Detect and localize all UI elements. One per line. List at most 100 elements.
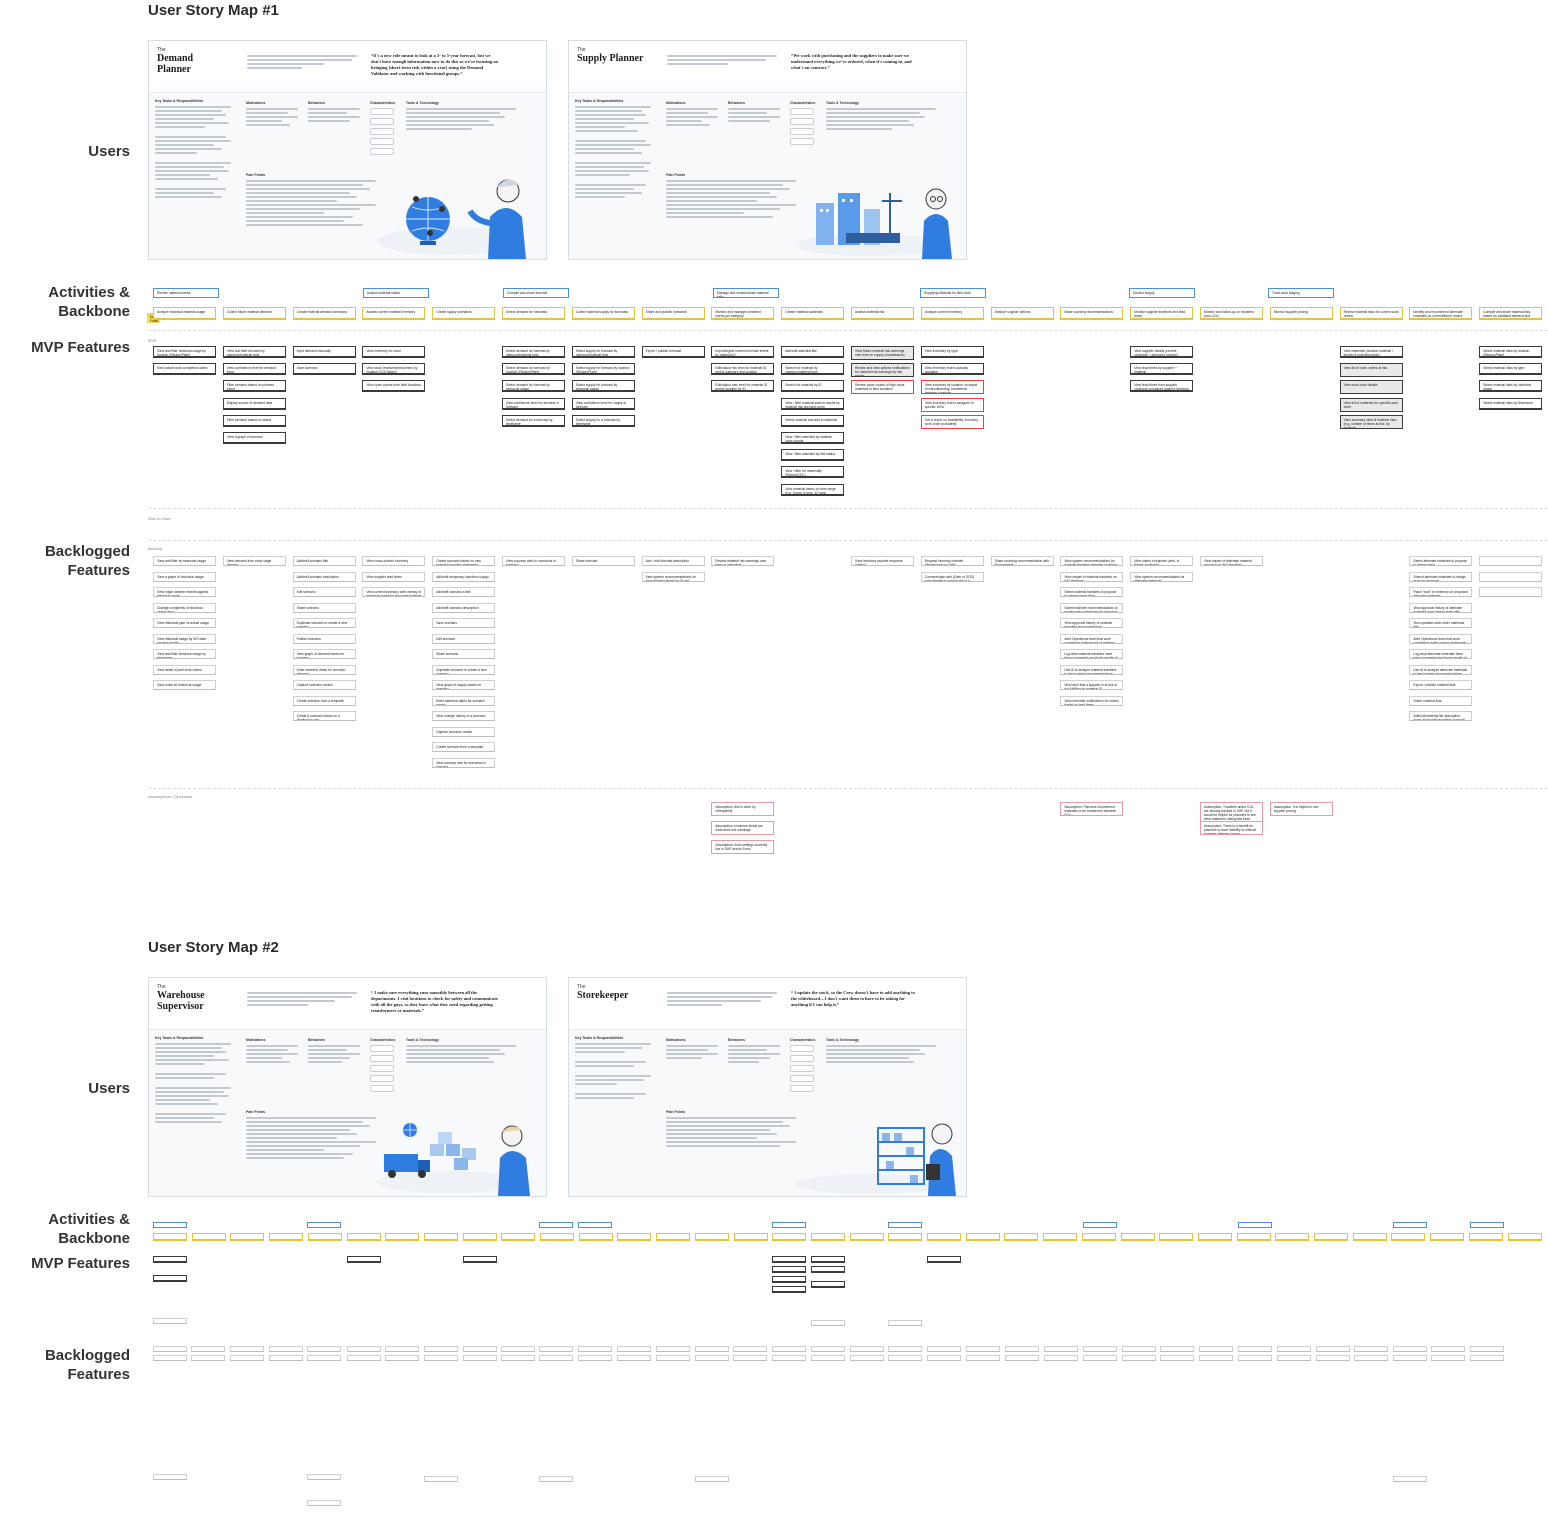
backlog-feature-card[interactable] — [772, 1346, 806, 1352]
mvp-feature-card[interactable]: View work order details — [1339, 380, 1403, 395]
backlog-feature-card[interactable]: Add/edit temporary/ sandbox supply — [432, 571, 496, 582]
step-card[interactable] — [1081, 1233, 1116, 1241]
backlog-feature-card[interactable]: Add / edit forecast description — [641, 556, 705, 566]
backlog-feature-card[interactable] — [153, 1346, 187, 1352]
step-card[interactable] — [1430, 1233, 1465, 1241]
backlog-feature-card[interactable]: Save scenario — [432, 618, 496, 628]
assumption-card[interactable]: Assumption: minimum levels are what driv… — [711, 821, 775, 835]
mvp-feature-card[interactable] — [927, 1256, 961, 1263]
backlog-feature-card[interactable] — [307, 1474, 341, 1480]
backlog-feature-card[interactable]: Add/edit scenario a title — [432, 587, 496, 597]
step-card[interactable] — [191, 1233, 226, 1241]
step-card[interactable] — [1275, 1233, 1310, 1241]
backlog-feature-card[interactable]: Add/edit scenario description — [292, 571, 356, 582]
mvp-feature-card[interactable]: Review and view options notifications fo… — [851, 363, 914, 378]
step-card[interactable] — [423, 1233, 458, 1241]
backlog-feature-card[interactable] — [617, 1355, 651, 1361]
step-card[interactable] — [1314, 1233, 1348, 1241]
mvp-feature-card[interactable]: Select supply for forecast by location (… — [571, 363, 635, 376]
mvp-feature-card[interactable]: Select demand for forecast by seasonal u… — [502, 380, 565, 393]
backlog-feature-card[interactable] — [1470, 1346, 1504, 1352]
backlog-feature-card[interactable] — [1316, 1346, 1350, 1352]
step-card[interactable] — [1352, 1233, 1387, 1241]
step-card[interactable] — [1120, 1233, 1155, 1241]
mvp-feature-card[interactable]: View confidence level for demand in fore… — [502, 397, 565, 410]
mvp-feature-card[interactable]: Select material risks by timeframe — [1479, 397, 1543, 410]
backlog-feature-card[interactable] — [153, 1474, 187, 1480]
backlog-feature-card[interactable] — [1277, 1346, 1311, 1352]
backlog-feature-card[interactable] — [695, 1346, 729, 1352]
mvp-feature-card[interactable]: View future material risk warnings over … — [851, 346, 914, 360]
step-card[interactable] — [346, 1233, 381, 1241]
backlog-feature-card[interactable] — [927, 1355, 961, 1361]
backlog-feature-card[interactable]: Request inventory transfer (Warehouse or… — [920, 556, 984, 566]
mvp-feature-card[interactable]: View / filter watchlist by risk status — [781, 449, 845, 462]
backlog-feature-card[interactable]: Create scenario based on new potential s… — [432, 556, 496, 566]
step-card[interactable] — [810, 1233, 845, 1241]
backlog-feature-card[interactable]: Edit scenario — [432, 633, 496, 644]
backlog-feature-card[interactable] — [153, 1318, 187, 1324]
step-card[interactable]: Monitor and follow-up on transfers (non-… — [1200, 307, 1263, 320]
backlog-feature-card[interactable] — [269, 1355, 303, 1361]
backlog-feature-card[interactable]: Duplicate scenario to create a new scena… — [432, 664, 496, 675]
step-card[interactable]: Create supply scenarios — [432, 307, 496, 320]
activity-card[interactable] — [1238, 1222, 1272, 1228]
activity-card[interactable]: Supplying Material for field work — [920, 288, 986, 298]
mvp-feature-card[interactable] — [811, 1266, 845, 1273]
backlog-feature-card[interactable]: View supplier lead times — [362, 571, 426, 582]
mvp-feature-card[interactable]: View confidence level for supply in fore… — [571, 397, 635, 410]
backlog-feature-card[interactable]: View impact of material transfers on WO … — [1060, 571, 1124, 582]
mvp-feature-card[interactable] — [463, 1256, 497, 1263]
step-card[interactable] — [540, 1233, 574, 1241]
backlog-feature-card[interactable] — [539, 1476, 573, 1482]
backlog-feature-card[interactable]: View updated work order materials lists — [1409, 618, 1473, 628]
backlog-feature-card[interactable] — [269, 1346, 303, 1352]
backlog-feature-card[interactable] — [1393, 1346, 1427, 1352]
mvp-feature-card[interactable]: Filter demand based on status — [222, 414, 286, 427]
persona-card-storekeeper[interactable]: The Storekeeper “ I update the stock, so… — [568, 977, 967, 1197]
backlog-feature-card[interactable]: Create a scenario based on a distributio… — [292, 711, 356, 721]
backlog-feature-card[interactable]: View cross-docked inventory — [362, 556, 426, 566]
mvp-feature-card[interactable] — [153, 1275, 187, 1282]
backlog-feature-card[interactable] — [578, 1346, 612, 1352]
activity-card[interactable] — [307, 1222, 341, 1228]
backlog-feature-card[interactable]: View approval history of alternate mater… — [1409, 602, 1473, 613]
backlog-feature-card[interactable] — [230, 1346, 264, 1352]
backlog-feature-card[interactable]: View approval history of material transf… — [1060, 618, 1124, 628]
backlog-feature-card[interactable] — [385, 1355, 419, 1361]
persona-card-demand-planner[interactable]: The Demand Planner “It's a new role mean… — [148, 40, 547, 260]
step-card[interactable] — [1043, 1233, 1078, 1241]
backlog-feature-card[interactable] — [1083, 1355, 1117, 1361]
step-card[interactable] — [269, 1233, 304, 1241]
activity-card[interactable] — [888, 1222, 922, 1228]
backlog-feature-card[interactable] — [695, 1355, 729, 1361]
mvp-feature-card[interactable]: Save scenario — [292, 363, 356, 376]
backlog-feature-card[interactable] — [888, 1320, 922, 1326]
mvp-feature-card[interactable] — [772, 1286, 806, 1293]
backlog-feature-card[interactable] — [1122, 1355, 1156, 1361]
assumption-card[interactable]: Assumption: There is a benefit for plann… — [1200, 821, 1263, 835]
mvp-feature-card[interactable] — [811, 1256, 845, 1263]
step-card[interactable] — [1391, 1233, 1426, 1241]
backlog-feature-card[interactable]: Edit scenario — [292, 587, 356, 597]
backlog-feature-card[interactable]: Use AI to analyze alternate materials to… — [1409, 664, 1473, 675]
backlog-feature-card[interactable] — [966, 1355, 1000, 1361]
mvp-feature-card[interactable] — [772, 1266, 806, 1273]
backlog-feature-card[interactable]: Select material transfers to propose to … — [1060, 587, 1124, 597]
mvp-feature-card[interactable]: Select material risks by type — [1479, 363, 1543, 376]
step-card[interactable]: Analyze supplier options — [990, 307, 1054, 320]
backlog-feature-card[interactable]: View system recommendations for new min/… — [641, 571, 705, 582]
backlog-feature-card[interactable]: Alert Operations team that work completi… — [1409, 633, 1473, 644]
mvp-feature-card[interactable]: View inventory by type — [920, 346, 984, 358]
step-card[interactable]: Select demand for forecasts — [502, 307, 565, 320]
mvp-feature-card[interactable]: View / filter for materiality (Region/CD… — [781, 466, 845, 479]
backlog-feature-card[interactable] — [1160, 1355, 1194, 1361]
backlog-feature-card[interactable] — [617, 1346, 651, 1352]
backlog-feature-card[interactable]: Submit transfer recommendations to wareh… — [1060, 602, 1124, 613]
backlog-feature-card[interactable]: Capture scenario creator — [292, 680, 356, 690]
backlog-feature-card[interactable]: Submit alternate materials to design tea… — [1409, 571, 1473, 582]
backlog-feature-card[interactable] — [966, 1346, 1000, 1352]
assumption-card[interactable]: Assumption: It is helpful to see supplie… — [1269, 802, 1333, 816]
backlog-feature-card[interactable] — [1479, 556, 1543, 566]
backlog-feature-card[interactable] — [1277, 1355, 1311, 1361]
